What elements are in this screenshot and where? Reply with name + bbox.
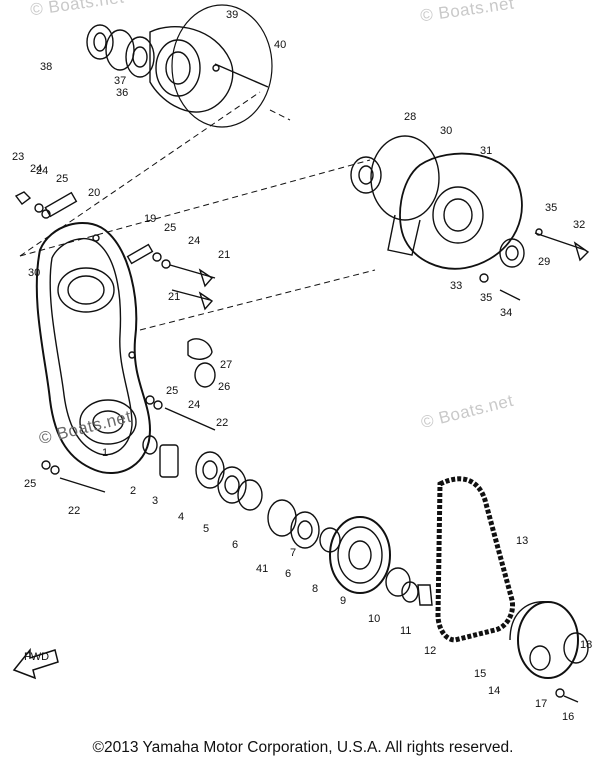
part-label: 6 — [285, 568, 291, 580]
callout-labels: 1234566789101112131415161718192021212222… — [12, 9, 592, 723]
part-label: 24 — [188, 399, 200, 411]
part-label: 4 — [178, 511, 184, 523]
part-label: 33 — [450, 280, 462, 292]
fwd-label: FWD — [24, 651, 49, 663]
part-label: 26 — [218, 381, 230, 393]
part-label: 6 — [232, 539, 238, 551]
part-label: 22 — [216, 417, 228, 429]
part-label: 36 — [116, 87, 128, 99]
part-label: 30 — [28, 267, 40, 279]
part-label: 29 — [538, 256, 550, 268]
part-label: 13 — [516, 535, 528, 547]
part-label: 35 — [545, 202, 557, 214]
sprocket — [329, 516, 433, 606]
copyright-notice: ©2013 Yamaha Motor Corporation, U.S.A. A… — [92, 739, 514, 756]
part-label: 32 — [573, 219, 585, 231]
part-label: 25 — [164, 222, 176, 234]
part-label: 11 — [400, 625, 411, 637]
part-label: 25 — [166, 385, 178, 397]
part-label: 18 — [580, 639, 592, 651]
part-label: 24 — [188, 235, 200, 247]
part-label: 38 — [40, 61, 52, 73]
drum — [509, 601, 589, 703]
drive-chain — [435, 476, 516, 643]
direction-arrow — [12, 647, 59, 680]
parts-diagram: FWD 123456678910111213141516171819202121… — [12, 4, 592, 723]
shaft-stack — [142, 435, 341, 553]
part-label: 8 — [312, 583, 318, 595]
part-label: 20 — [88, 187, 100, 199]
guide-lines — [19, 91, 376, 331]
part-label: 14 — [488, 685, 500, 697]
part-label: 28 — [404, 111, 416, 123]
part-label: 12 — [424, 645, 436, 657]
part-label: 21 — [168, 291, 180, 303]
part-label: 21 — [218, 249, 230, 261]
chain-case — [35, 221, 152, 475]
part-label: 34 — [500, 307, 512, 319]
cover-assembly-top — [86, 4, 273, 128]
part-label: 7 — [290, 547, 296, 559]
part-label: 17 — [535, 698, 547, 710]
bearing-housing — [350, 135, 590, 301]
part-label: 19 — [144, 213, 156, 225]
part-label: 5 — [203, 523, 209, 535]
part-label: 31 — [480, 145, 492, 157]
part-label: 41 — [256, 563, 268, 575]
part-label: 22 — [68, 505, 80, 517]
part-label: 15 — [474, 668, 486, 680]
part-label: 1 — [102, 447, 108, 459]
part-label: 30 — [440, 125, 452, 137]
part-label: 27 — [220, 359, 232, 371]
part-label: 25 — [24, 478, 36, 490]
part-label: 35 — [480, 292, 492, 304]
fasteners-left — [14, 191, 216, 493]
part-label: 9 — [340, 595, 346, 607]
part-label: 16 — [562, 711, 574, 723]
part-label: 25 — [56, 173, 68, 185]
part-label: 24 — [36, 165, 48, 177]
part-label: 3 — [152, 495, 158, 507]
part-label: 37 — [114, 75, 126, 87]
part-label: 2 — [130, 485, 136, 497]
part-label: 40 — [274, 39, 286, 51]
part-label: 24 — [30, 163, 42, 175]
part-label: 10 — [368, 613, 380, 625]
part-label: 23 — [12, 151, 24, 163]
part-label: 39 — [226, 9, 238, 21]
